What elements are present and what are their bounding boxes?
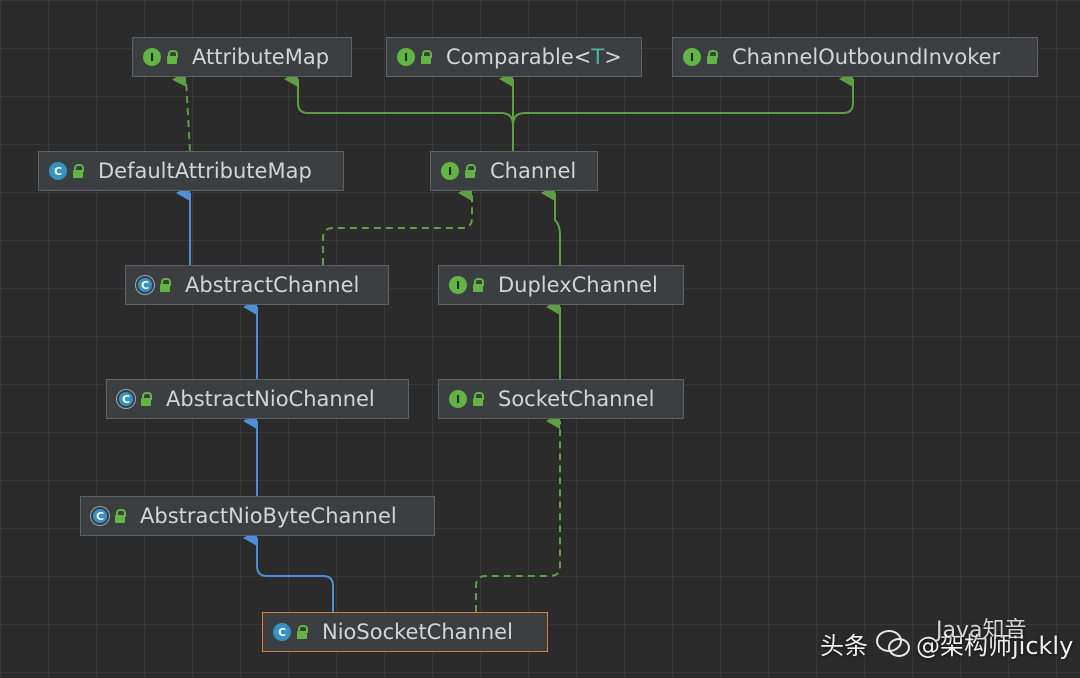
node-label: NioSocketChannel bbox=[322, 620, 513, 644]
node-niosocketchannel[interactable]: C NioSocketChannel bbox=[262, 612, 548, 652]
edge-niosocketchannel-socketchannel bbox=[475, 413, 561, 612]
node-attributemap[interactable]: I AttributeMap bbox=[132, 37, 352, 77]
interface-icon: I bbox=[449, 390, 467, 408]
class-icon: C bbox=[49, 162, 67, 180]
abstract-class-icon: C bbox=[136, 276, 154, 294]
node-defaultattributemap[interactable]: C DefaultAttributeMap bbox=[38, 151, 344, 191]
public-visibility-icon bbox=[114, 509, 126, 523]
public-visibility-icon bbox=[140, 392, 152, 406]
edge-niosocketchannel-abstractniobytechannel bbox=[243, 530, 334, 612]
public-visibility-icon bbox=[159, 278, 171, 292]
class-icon: C bbox=[273, 623, 291, 641]
watermark: 头条 @架构师jickly Java知音 bbox=[820, 618, 1073, 668]
public-visibility-icon bbox=[472, 392, 484, 406]
node-label: AbstractChannel bbox=[185, 273, 360, 297]
type-parameter: T bbox=[591, 45, 605, 69]
public-visibility-icon bbox=[706, 50, 718, 64]
node-label: DefaultAttributeMap bbox=[98, 159, 312, 183]
edge-channel-attributemap bbox=[284, 71, 514, 151]
node-channel[interactable]: I Channel bbox=[430, 151, 598, 191]
node-label: SocketChannel bbox=[498, 387, 655, 411]
node-label: Comparable< bbox=[446, 45, 592, 69]
public-visibility-icon bbox=[420, 50, 432, 64]
interface-icon: I bbox=[397, 48, 415, 66]
public-visibility-icon bbox=[72, 164, 84, 178]
interface-icon: I bbox=[449, 276, 467, 294]
watermark-author: @架构师jickly bbox=[916, 631, 1074, 660]
node-label-suffix: > bbox=[604, 45, 622, 69]
interface-icon: I bbox=[441, 162, 459, 180]
node-abstractchannel[interactable]: C AbstractChannel bbox=[125, 265, 389, 305]
watermark-platform: 头条 bbox=[820, 631, 868, 660]
public-visibility-icon bbox=[472, 278, 484, 292]
node-label: AttributeMap bbox=[192, 45, 330, 69]
public-visibility-icon bbox=[464, 164, 476, 178]
edge-defaultattributemap-attributemap bbox=[172, 71, 191, 152]
node-label: ChannelOutboundInvoker bbox=[732, 45, 1001, 69]
wechat-icon bbox=[876, 628, 910, 658]
node-label: AbstractNioChannel bbox=[166, 387, 375, 411]
node-socketchannel[interactable]: I SocketChannel bbox=[438, 379, 684, 419]
node-abstractniobytechannel[interactable]: C AbstractNioByteChannel bbox=[80, 496, 435, 536]
public-visibility-icon bbox=[166, 50, 178, 64]
public-visibility-icon bbox=[296, 625, 308, 639]
interface-icon: I bbox=[143, 48, 161, 66]
edge-duplexchannel-channel bbox=[541, 185, 561, 265]
node-comparable[interactable]: I Comparable<T> bbox=[386, 37, 642, 77]
interface-icon: I bbox=[683, 48, 701, 66]
node-label: Channel bbox=[490, 159, 577, 183]
node-channeloutboundinvoker[interactable]: I ChannelOutboundInvoker bbox=[672, 37, 1038, 77]
node-duplexchannel[interactable]: I DuplexChannel bbox=[438, 265, 684, 305]
node-label: DuplexChannel bbox=[498, 273, 658, 297]
abstract-class-icon: C bbox=[117, 390, 135, 408]
watermark-account: Java知音 bbox=[936, 618, 1027, 643]
edge-abstractchannel-channel bbox=[322, 185, 473, 265]
node-label: AbstractNioByteChannel bbox=[140, 504, 397, 528]
edge-channel-channeloutboundinvoker bbox=[512, 71, 854, 126]
abstract-class-icon: C bbox=[91, 507, 109, 525]
node-abstractniochannel[interactable]: C AbstractNioChannel bbox=[106, 379, 409, 419]
